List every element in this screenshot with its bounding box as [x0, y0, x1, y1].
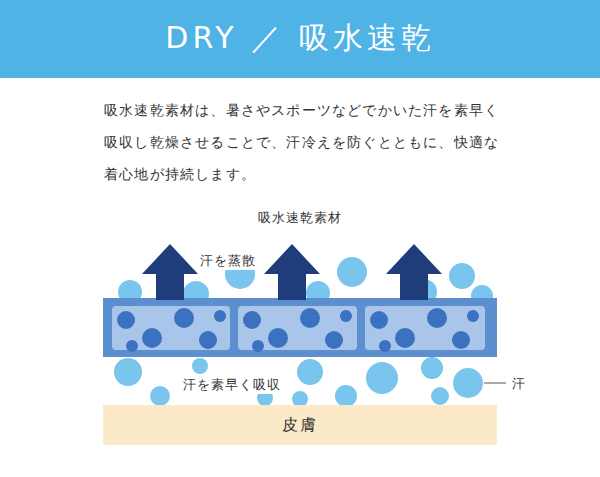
skin-band: 皮膚 — [103, 405, 497, 445]
sweat-label: 汗 — [509, 375, 529, 393]
absorbed-sweat — [117, 308, 479, 352]
absorb-label: 汗を素早く吸収 — [180, 376, 284, 394]
leader-line — [484, 383, 506, 384]
title: DRY ／ 吸水速乾 — [0, 18, 600, 58]
description-text: 吸水速乾素材は、暑さやスポーツなどでかいた汗を素早く吸収し乾燥させることで、汗冷… — [104, 94, 500, 190]
evaporation-arrows — [142, 244, 442, 300]
material-label: 吸水速乾素材 — [255, 209, 345, 227]
material-band — [103, 298, 497, 357]
evaporate-label: 汗を蒸散 — [197, 252, 259, 270]
node-text: 皮膚 — [282, 415, 318, 436]
